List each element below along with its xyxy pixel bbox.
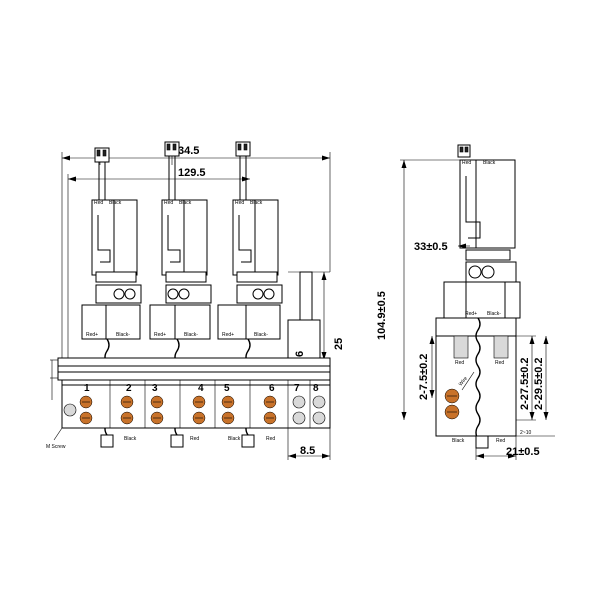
module-3-black-minus-label: Black- bbox=[254, 332, 268, 338]
dim-left-gap: 2-7.5±0.2 bbox=[418, 354, 430, 400]
dim-pitch-span: 129.5 bbox=[178, 167, 206, 179]
side-block: 25 6 bbox=[287, 271, 345, 361]
wire-label: Wire bbox=[458, 376, 469, 388]
terminal-screws bbox=[63, 395, 326, 425]
bottom-label-red-2: Red bbox=[266, 436, 275, 442]
position-number-6: 6 bbox=[269, 383, 275, 394]
module-2-red-label: Red bbox=[164, 200, 173, 206]
side-bottom-red-label: Red bbox=[496, 438, 505, 444]
position-number-1: 1 bbox=[84, 383, 90, 394]
module-1-red-label: Red bbox=[94, 200, 103, 206]
module-2: Red Black Red+ Black- bbox=[149, 141, 212, 448]
dim-top-offset: 33±0.5 bbox=[414, 241, 448, 253]
dim-end-width: 8.5 bbox=[300, 445, 315, 457]
position-number-5: 5 bbox=[224, 383, 230, 394]
position-number-7: 7 bbox=[294, 383, 300, 394]
side-red-plus-label: Red+ bbox=[465, 311, 477, 317]
module-3-red-label: Red bbox=[235, 200, 244, 206]
module-2-black-minus-label: Black- bbox=[184, 332, 198, 338]
front-bottom: M Screw Black Red Black Red 8.5 bbox=[46, 427, 331, 460]
dim-pitch-a: 2-27.5±0.2 bbox=[519, 357, 531, 410]
upper-body bbox=[459, 159, 516, 249]
side-red-small-label: Red bbox=[455, 360, 464, 366]
side-black-label: Black bbox=[483, 160, 496, 166]
position-number-2: 2 bbox=[126, 383, 132, 394]
module-2-black-label: Black bbox=[179, 200, 192, 206]
terminal-block: 1 2 3 4 5 6 7 8 bbox=[61, 379, 331, 429]
module-3-black-label: Black bbox=[250, 200, 263, 206]
screw-label: M Screw bbox=[46, 444, 66, 450]
side-view: Red Black 104.9±0.5 33±0.5 Red+ Black- R… bbox=[376, 144, 555, 460]
side-red-label: Red bbox=[462, 160, 471, 166]
module-2-red-plus-label: Red+ bbox=[154, 332, 166, 338]
module-1-black-label: Black bbox=[109, 200, 122, 206]
module-3-red-plus-label: Red+ bbox=[222, 332, 234, 338]
position-number-3: 3 bbox=[152, 383, 158, 394]
side-black-minus-label: Black- bbox=[487, 311, 501, 317]
side-red-small-label-2: Red bbox=[495, 360, 504, 366]
dim-bottom-width: 21±0.5 bbox=[506, 446, 540, 458]
position-number-4: 4 bbox=[198, 383, 204, 394]
dim-small-gap: 2~10 bbox=[520, 430, 531, 436]
position-number-8: 8 bbox=[313, 383, 319, 394]
module-1: Red Black Red+ Black- bbox=[81, 147, 142, 448]
front-view: 34.5 129.5 Red Black Red+ B bbox=[46, 141, 345, 460]
bottom-label-black-2: Black bbox=[228, 436, 241, 442]
dim-side-width: 6 bbox=[294, 351, 306, 357]
top-dimensions: 34.5 129.5 bbox=[61, 145, 331, 360]
base-rails bbox=[50, 357, 331, 400]
dim-pitch-b: 2-29.5±0.2 bbox=[533, 357, 545, 410]
module-3: Red Black Red+ Black- bbox=[217, 141, 283, 448]
dim-overall-width: 34.5 bbox=[178, 145, 199, 157]
module-1-red-plus-label: Red+ bbox=[86, 332, 98, 338]
side-bottom-black-label: Black bbox=[452, 438, 465, 444]
bottom-label-red-1: Red bbox=[190, 436, 199, 442]
dim-total-height: 104.9±0.5 bbox=[376, 291, 388, 340]
module-1-black-minus-label: Black- bbox=[116, 332, 130, 338]
dim-side-height: 25 bbox=[333, 338, 345, 350]
bottom-label-black-1: Black bbox=[124, 436, 137, 442]
